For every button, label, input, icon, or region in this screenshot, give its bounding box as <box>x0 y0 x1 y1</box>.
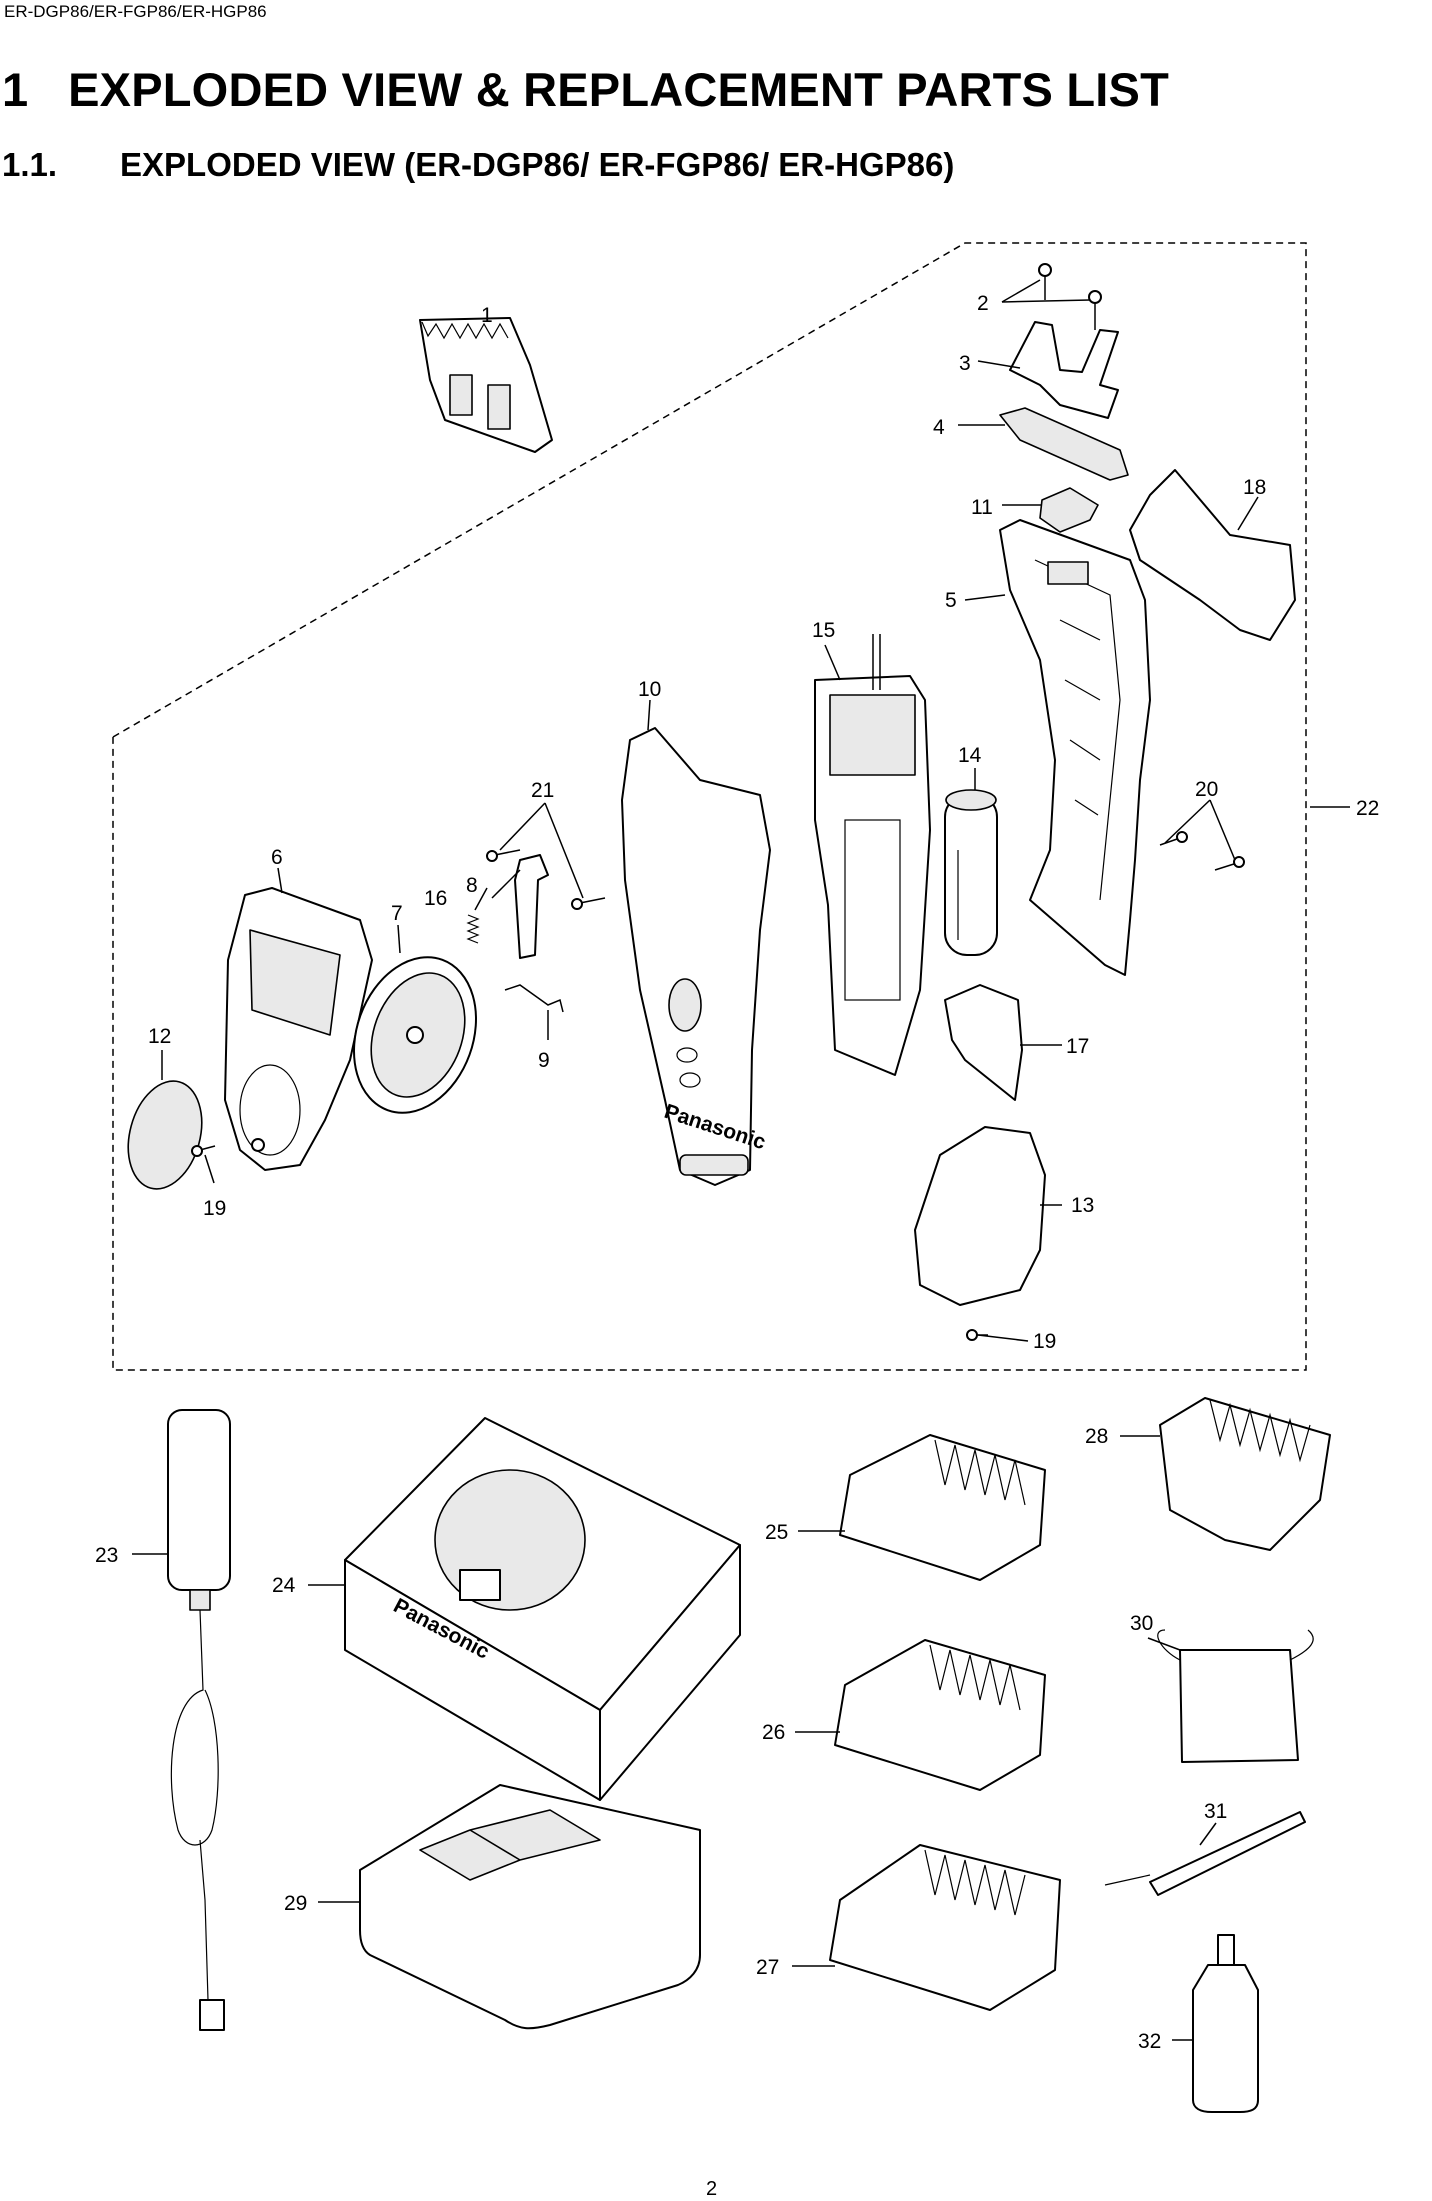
part-label-10: 10 <box>638 678 661 701</box>
part-screws <box>191 831 1245 1341</box>
part-cap <box>127 1080 203 1190</box>
part-label-28: 28 <box>1085 1425 1108 1448</box>
part-label-31: 31 <box>1204 1800 1227 1823</box>
section-heading: 1 EXPLODED VIEW & REPLACEMENT PARTS LIST <box>2 62 1169 117</box>
part-pad <box>1039 487 1099 533</box>
part-label-12: 12 <box>148 1025 171 1048</box>
part-label-32: 32 <box>1138 2030 1161 2053</box>
part-label-18: 18 <box>1243 476 1266 499</box>
part-bottom-case <box>914 1126 1046 1306</box>
part-label-14: 14 <box>958 744 982 767</box>
part-battery <box>944 789 998 956</box>
part-attachment-stand <box>359 1784 701 2030</box>
part-label-7: 7 <box>391 902 403 925</box>
document-header: ER-DGP86/ER-FGP86/ER-HGP86 <box>4 2 267 21</box>
part-label-19b: 19 <box>1033 1330 1056 1353</box>
part-label-23: 23 <box>95 1544 118 1567</box>
part-label-20: 20 <box>1195 778 1218 801</box>
part-label-24: 24 <box>272 1574 296 1597</box>
part-label-6: 6 <box>271 846 283 869</box>
part-side-cover <box>1129 469 1296 641</box>
part-label-17: 17 <box>1066 1035 1089 1058</box>
part-label-16: 16 <box>424 887 447 910</box>
part-frame-unit <box>814 634 931 1076</box>
part-label-27: 27 <box>756 1956 779 1979</box>
part-label-13: 13 <box>1071 1194 1094 1217</box>
part-brush <box>1104 1811 1306 1896</box>
subsection-heading: 1.1. EXPLODED VIEW (ER-DGP86/ ER-FGP86/ E… <box>2 146 954 184</box>
part-screws-top <box>1038 263 1102 330</box>
part-pouch <box>1157 1629 1314 1763</box>
part-oil-bottle <box>1192 1934 1259 2113</box>
part-gear <box>353 956 477 1114</box>
part-spring <box>466 914 480 944</box>
part-label-15: 15 <box>812 619 835 642</box>
section-title: EXPLODED VIEW & REPLACEMENT PARTS LIST <box>68 63 1169 116</box>
part-lever-plate <box>999 407 1129 481</box>
part-bracket <box>1009 321 1119 419</box>
assembly-boundary <box>112 242 1307 1371</box>
subsection-number: 1.1. <box>2 146 58 183</box>
part-back-housing <box>999 519 1151 976</box>
part-ac-adapter <box>167 1409 231 2031</box>
part-label-21: 21 <box>531 779 554 802</box>
part-rear-cover <box>224 887 373 1171</box>
page-number: 2 <box>706 2178 718 2200</box>
part-number-labels: 1 2 3 4 5 6 7 8 9 10 11 12 13 14 15 16 1… <box>95 292 1379 2053</box>
leader-lines <box>132 279 1350 2041</box>
part-label-3: 3 <box>959 352 971 375</box>
part-label-4: 4 <box>933 416 945 439</box>
part-label-2: 2 <box>977 292 989 315</box>
part-label-29: 29 <box>284 1892 307 1915</box>
part-label-11: 11 <box>971 496 993 519</box>
part-front-housing <box>621 727 771 1186</box>
part-label-1: 1 <box>481 304 493 327</box>
part-insulator <box>944 984 1023 1101</box>
part-charging-stand <box>344 1417 741 1801</box>
part-label-9: 9 <box>538 1049 550 1072</box>
part-label-5: 5 <box>945 589 957 612</box>
part-label-19a: 19 <box>203 1197 226 1220</box>
part-switch <box>514 854 549 959</box>
part-label-26: 26 <box>762 1721 785 1744</box>
part-comb-small <box>1159 1397 1331 1551</box>
part-blade <box>419 317 553 453</box>
part-label-25: 25 <box>765 1521 788 1544</box>
part-wire-spring <box>504 984 564 1013</box>
part-combs <box>829 1434 1061 2011</box>
part-label-8: 8 <box>466 874 478 897</box>
section-number: 1 <box>2 63 29 116</box>
part-label-22: 22 <box>1356 797 1379 820</box>
subsection-title: EXPLODED VIEW (ER-DGP86/ ER-FGP86/ ER-HG… <box>120 146 955 183</box>
part-label-30: 30 <box>1130 1612 1153 1635</box>
